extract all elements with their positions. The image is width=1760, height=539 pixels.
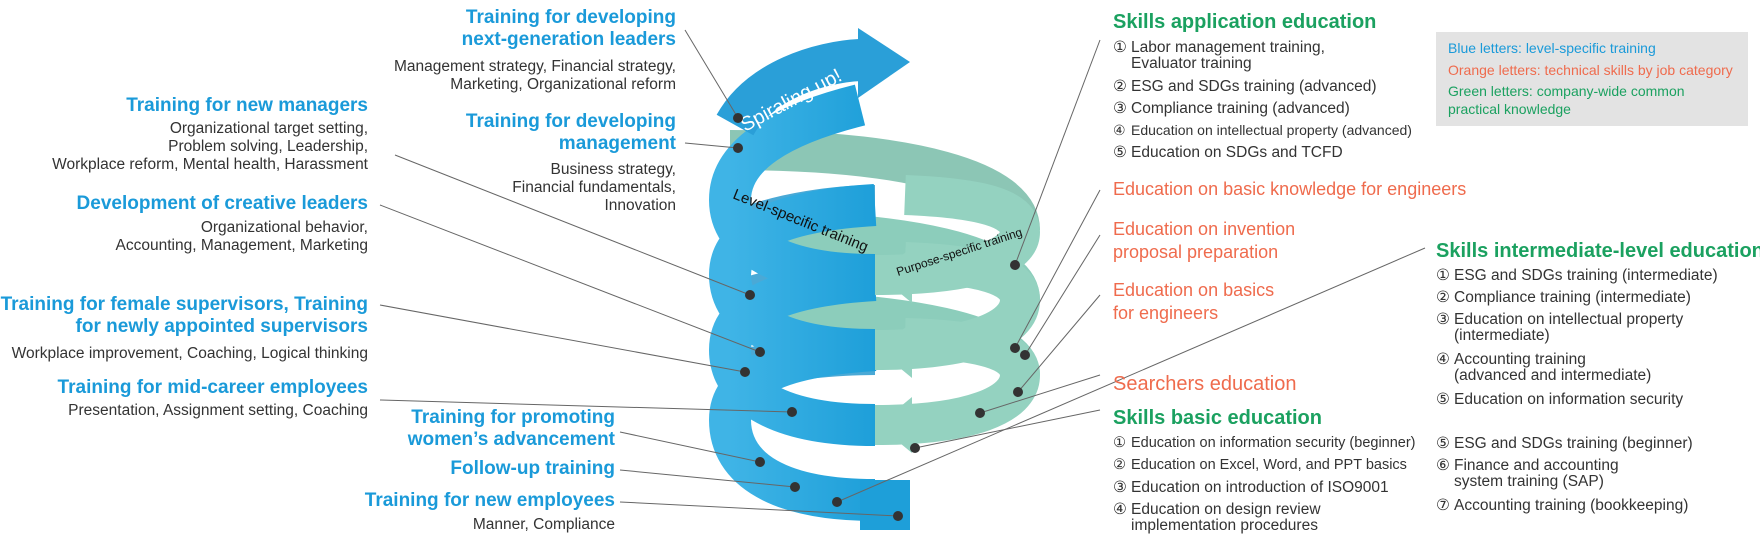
female-supervisors-desc: Workplace improvement, Coaching, Logical… xyxy=(11,345,368,362)
new-employees-desc: Manner, Compliance xyxy=(472,516,615,533)
legend-orange: Orange letters: technical skills by job … xyxy=(1448,62,1733,78)
creative-leaders-title: Development of creative leaders xyxy=(76,193,368,214)
next-gen-leaders-desc: Management strategy, Financial strategy,… xyxy=(393,58,676,93)
developing-management-desc: Business strategy,Financial fundamentals… xyxy=(512,161,676,214)
new-managers-desc: Organizational target setting,Problem so… xyxy=(52,120,368,173)
mid-career-title: Training for mid-career employees xyxy=(57,377,368,398)
follow-up-title: Follow-up training xyxy=(450,458,615,479)
legend-blue: Blue letters: level-specific training xyxy=(1448,40,1656,56)
skills-application-title: Skills application education xyxy=(1113,11,1377,33)
creative-leaders-desc: Organizational behavior,Accounting, Mana… xyxy=(115,219,368,254)
mid-career-desc: Presentation, Assignment setting, Coachi… xyxy=(68,402,368,419)
female-supervisors-title: Training for female supervisors, Trainin… xyxy=(0,294,368,337)
legend-box: Blue letters: level-specific training Or… xyxy=(1436,32,1748,126)
skills-intermediate-title: Skills intermediate-level education xyxy=(1436,240,1760,262)
searchers-education: Searchers education xyxy=(1113,373,1297,395)
basic-knowledge-engineers: Education on basic knowledge for enginee… xyxy=(1113,179,1467,199)
skills-basic-title: Skills basic education xyxy=(1113,407,1322,429)
new-employees-title: Training for new employees xyxy=(364,490,615,511)
new-managers-title: Training for new managers xyxy=(126,95,368,116)
